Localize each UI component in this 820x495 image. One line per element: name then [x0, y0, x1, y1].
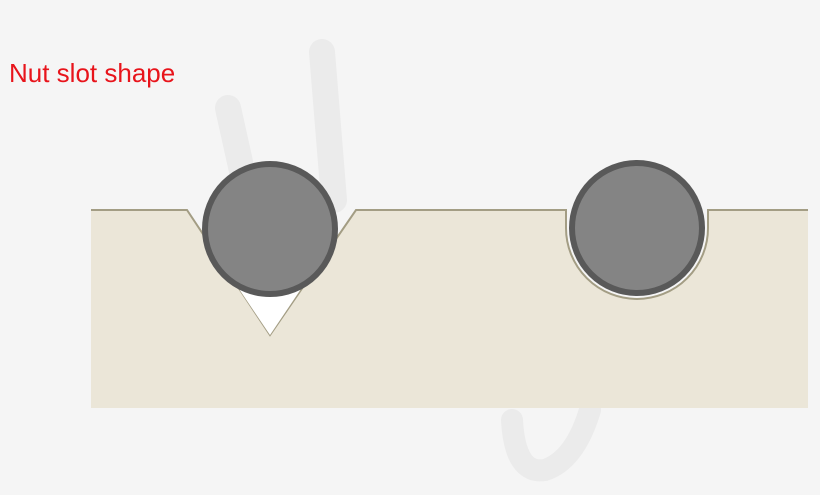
string-round-slot [569, 160, 705, 296]
nut-body [91, 210, 808, 408]
v-slot-gap [235, 283, 305, 335]
string-v-slot [202, 161, 338, 297]
diagram-title: Nut slot shape [9, 58, 176, 88]
nut-top-edge [91, 209, 808, 337]
